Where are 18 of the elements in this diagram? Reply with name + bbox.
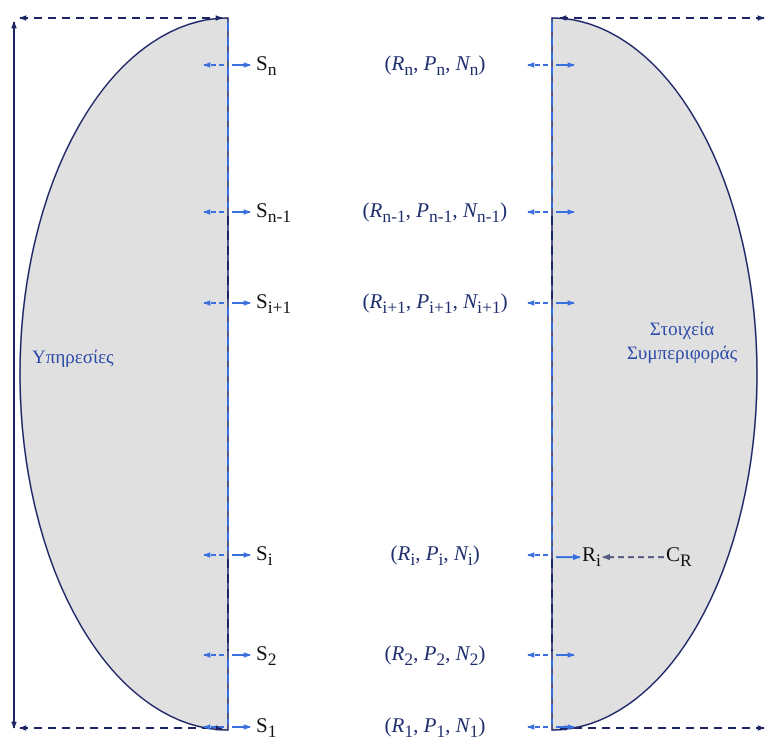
service-label: S$_{1}$ — [256, 713, 276, 742]
region-label: Στοιχεία Συμπεριφοράς — [626, 318, 738, 366]
service-label: S$_{n}$ — [256, 51, 276, 82]
service-label: S$_{i}$ — [256, 541, 273, 572]
symbol-label: C$_{R}$ — [666, 542, 692, 572]
arrow — [602, 554, 664, 560]
tuple-label: (R$_{i}$, P$_{i}$, N$_{i}$) — [390, 541, 480, 572]
region-label: Υπηρεσίες — [32, 346, 115, 370]
tuple-label: (R$_{n}$, P$_{n}$, N$_{n}$) — [384, 51, 486, 82]
service-label: S$_{i+1}$ — [256, 289, 292, 320]
service-label: S$_{2}$ — [256, 641, 276, 672]
tuple-label: (R$_{2}$, P$_{2}$, N$_{2}$) — [384, 641, 486, 672]
symbol-label: R$_{i}$ — [582, 542, 601, 572]
tuple-label: (R$_{n-1}$, P$_{n-1}$, N$_{n-1}$) — [362, 198, 508, 228]
tuple-label: (R$_{i+1}$, P$_{i+1}$, N$_{i+1}$) — [362, 289, 508, 320]
service-label: S$_{n-1}$ — [256, 198, 292, 228]
arrow — [556, 554, 581, 560]
tuple-label: (R$_{1}$, P$_{1}$, N$_{1}$) — [384, 713, 486, 742]
